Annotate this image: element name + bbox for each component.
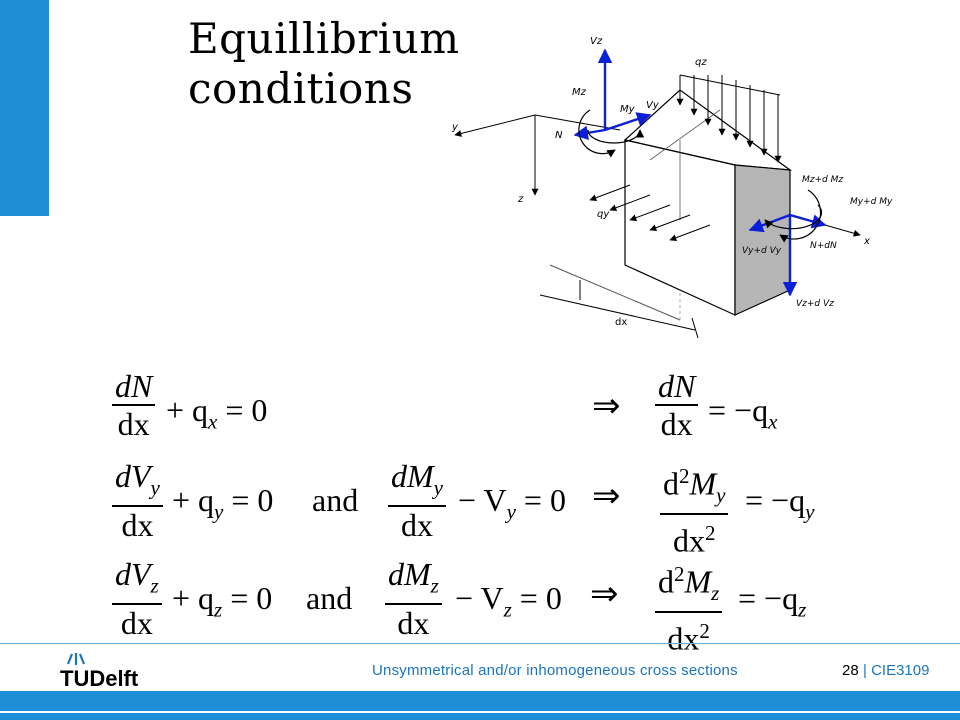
label-mz-dmz: Mz+d Mz	[802, 175, 843, 185]
logo-text: TUDelft	[60, 666, 139, 690]
fraction-dn-dx: dN dx	[112, 368, 156, 442]
footer-subtitle: Unsymmetrical and/or inhomogeneous cross…	[372, 662, 738, 679]
flame-icon	[66, 653, 86, 665]
equation-2-lhs-rest: + qy = 0	[172, 482, 274, 524]
equation-row-3: dVz dx + qz = 0 and dMz dx − Vz = 0 ⇒ d2…	[0, 556, 960, 657]
page-number: 28	[842, 662, 859, 679]
and-text: and	[306, 580, 353, 616]
label-mz: Mz	[572, 87, 587, 98]
equation-row-1: dN dx + qx = 0 ⇒ dN dx = −qx	[0, 368, 960, 454]
equation-3-lhs-rest: + qz = 0	[172, 580, 273, 622]
fraction-dvz-dx: dVz dx	[112, 556, 162, 641]
fraction-dmy-dx: dMy dx	[388, 458, 446, 543]
label-x-axis: x	[863, 236, 870, 247]
beam-element-diagram: dx qz qy y z Vz Mz My Vy N	[451, 36, 893, 339]
equation-row-2: dVy dx + qy = 0 and dMy dx − Vy = 0 ⇒ d2…	[0, 458, 960, 559]
footer-divider	[0, 643, 960, 644]
bottom-bar-lower	[0, 713, 960, 720]
label-n: N	[555, 130, 563, 141]
accent-bar	[0, 0, 49, 216]
implies-symbol: ⇒	[592, 386, 621, 426]
label-qy: qy	[597, 209, 610, 220]
fraction-dn-dx-rhs: dN dx	[655, 368, 699, 442]
fraction-d2my-dx2: d2My dx2	[660, 458, 729, 559]
equation-1-rhs-rest: = −qx	[708, 392, 778, 434]
bottom-bar	[0, 691, 960, 711]
label-my-dmy: My+d My	[850, 197, 893, 207]
label-z-axis: z	[517, 194, 524, 205]
implies-symbol: ⇒	[592, 476, 621, 516]
fraction-d2mz-dx2: d2Mz dx2	[655, 556, 723, 657]
equation-3-rhs-rest: = −qz	[738, 580, 807, 622]
label-qz: qz	[695, 57, 707, 68]
course-code: | CIE3109	[863, 662, 930, 679]
equation-2-rhs-rest: = −qy	[745, 482, 815, 524]
fraction-dmz-dx: dMz dx	[385, 556, 442, 641]
equation-1-lhs-rest: + qx = 0	[166, 392, 268, 434]
label-dx: dx	[615, 317, 627, 328]
slide-title: Equillibrium conditions	[188, 14, 460, 113]
implies-symbol: ⇒	[590, 574, 619, 614]
label-y-axis: y	[451, 122, 459, 133]
fraction-dvy-dx: dVy dx	[112, 458, 163, 543]
equation-3-mid-rest: − Vz = 0	[455, 580, 562, 622]
and-text: and	[312, 482, 359, 518]
equation-2-mid-rest: − Vy = 0	[458, 482, 566, 524]
label-vz-dvz: Vz+d Vz	[796, 299, 834, 309]
label-vz: Vz	[590, 36, 603, 47]
label-my: My	[620, 104, 636, 115]
label-n-dn: N+dN	[810, 241, 837, 251]
label-vy-dvy: Vy+d Vy	[742, 246, 782, 256]
label-vy: Vy	[646, 100, 660, 111]
tudelft-logo: TUDelft	[60, 653, 139, 690]
